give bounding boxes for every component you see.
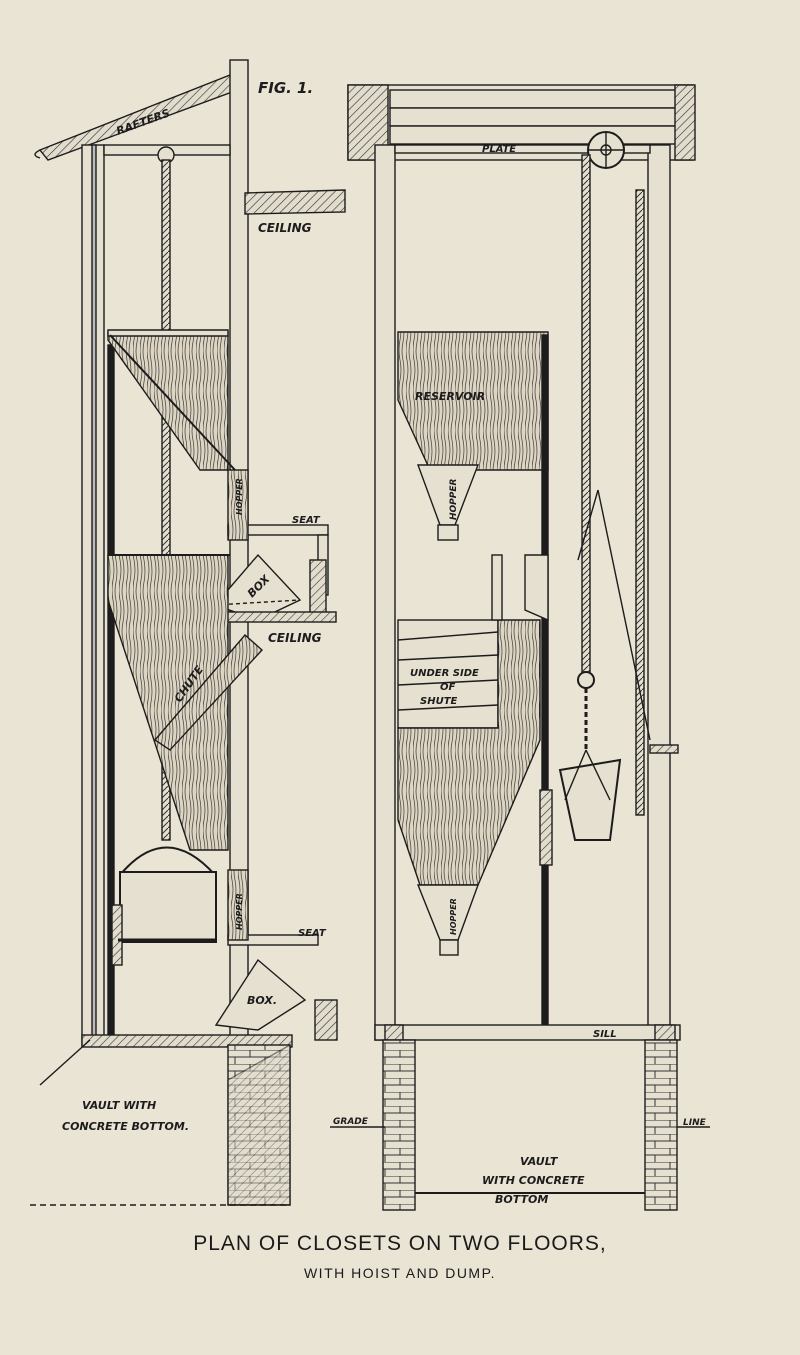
hoist-rope-left	[161, 159, 171, 841]
lower-seat	[227, 869, 319, 946]
hopper-right-upper-label: HOPPER	[449, 478, 459, 520]
vault-right-line1: VAULT	[520, 1155, 559, 1168]
counter-rope-right	[635, 189, 645, 816]
vault-right-line2: WITH CONCRETE	[482, 1174, 585, 1187]
chute-left	[153, 634, 263, 751]
hoist-rail-right	[541, 334, 549, 1036]
dump-bucket-right	[558, 749, 622, 841]
ceiling-lower-label: CEILING	[268, 631, 322, 645]
hopper-left-lower-label: HOPPER	[235, 893, 244, 930]
underside-line2: OF	[440, 682, 456, 693]
upper-hopper-left	[107, 329, 236, 471]
plate-label: PLATE	[482, 144, 516, 155]
lower-hopper-left	[107, 554, 230, 851]
sill	[374, 1024, 681, 1041]
vault-right-line3: BOTTOM	[495, 1193, 548, 1206]
reservoir-hopper	[397, 331, 549, 541]
fig-label: FIG. 1.	[258, 79, 313, 97]
hoist-bucket-left	[111, 846, 217, 966]
pulley-wheel	[587, 131, 625, 169]
seat-upper-label: SEAT	[292, 515, 321, 526]
hook-and-chain	[577, 671, 595, 750]
hoist-rope-right	[581, 154, 591, 676]
lower-box	[214, 958, 338, 1041]
floor-left	[81, 1034, 293, 1048]
upper-seat	[227, 469, 329, 596]
grade-label: GRADE	[333, 1117, 369, 1127]
caption-line1: PLAN OF CLOSETS ON TWO FLOORS,	[193, 1232, 607, 1255]
upper-box	[213, 553, 327, 621]
right-post-right	[647, 144, 671, 1041]
sill-label: SILL	[593, 1029, 617, 1040]
line-label: LINE	[683, 1118, 707, 1128]
right-post-left	[374, 144, 396, 1041]
vault-wall-right-b	[644, 1039, 678, 1211]
hopper-left-upper-label: HOPPER	[235, 478, 244, 515]
underside-line1: UNDER SIDE	[410, 668, 479, 679]
plate	[394, 144, 651, 154]
underside-line3: SHUTE	[420, 696, 458, 707]
vault-left-line2: CONCRETE BOTTOM.	[62, 1120, 189, 1133]
hopper-right-lower-label: HOPPER	[449, 898, 458, 935]
vault-wall-left	[227, 1043, 291, 1206]
vault-wall-right-a	[382, 1039, 416, 1211]
box-lower-label: BOX.	[247, 994, 277, 1007]
ceiling-beam	[244, 189, 346, 215]
seat-lower-label: SEAT	[298, 928, 327, 939]
reservoir-label: RESERVOIR	[415, 390, 485, 403]
ceiling-upper-label: CEILING	[258, 221, 312, 235]
caption-line2: WITH HOIST AND DUMP.	[303, 1265, 497, 1281]
vault-left-line1: VAULT WITH	[82, 1099, 156, 1112]
lower-hopper-right	[397, 619, 541, 956]
